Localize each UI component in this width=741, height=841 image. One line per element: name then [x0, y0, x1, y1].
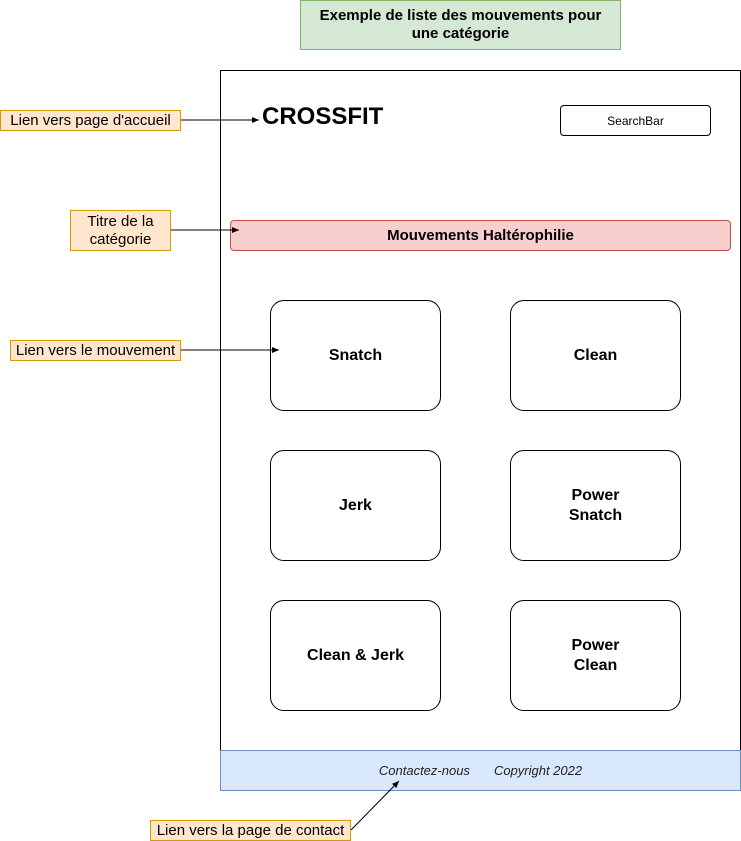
- category-title: Mouvements Haltérophilie: [230, 220, 731, 251]
- crossfit-logo-link[interactable]: CROSSFIT: [262, 103, 384, 130]
- search-bar[interactable]: SearchBar: [560, 105, 711, 136]
- movement-card-clean[interactable]: Clean: [510, 300, 681, 411]
- annotation-movement-link: Lien vers le mouvement: [10, 340, 181, 361]
- contact-link[interactable]: Contactez-nous: [378, 763, 470, 778]
- annotation-contact-link: Lien vers la page de contact: [150, 820, 351, 841]
- movement-card-power-snatch[interactable]: Power Snatch: [510, 450, 681, 561]
- movement-card-jerk[interactable]: Jerk: [270, 450, 441, 561]
- movement-card-clean-and-jerk[interactable]: Clean & Jerk: [270, 600, 441, 711]
- movement-card-snatch[interactable]: Snatch: [270, 300, 441, 411]
- diagram-title: Exemple de liste des mouvements pour une…: [300, 0, 621, 50]
- copyright-text: Copyright 2022: [493, 763, 583, 778]
- movement-card-power-clean[interactable]: Power Clean: [510, 600, 681, 711]
- annotation-home-link: Lien vers page d'accueil: [0, 110, 181, 131]
- page-footer: Contactez-nous Copyright 2022: [220, 750, 741, 791]
- annotation-category-title: Titre de la catégorie: [70, 210, 171, 251]
